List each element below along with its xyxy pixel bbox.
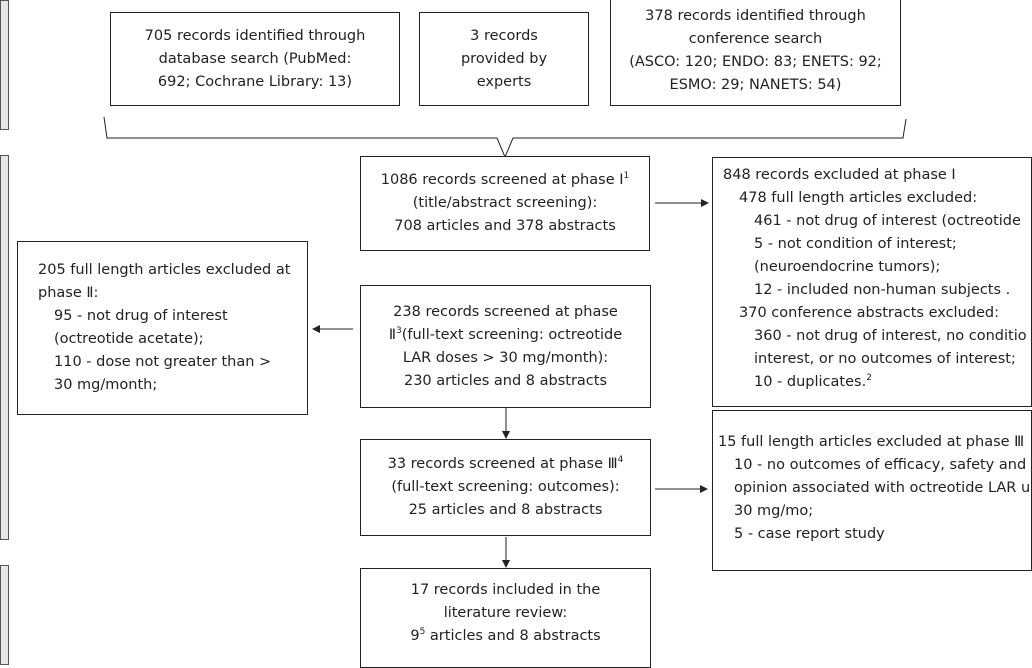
phase2-screened-line: 238 records screened at phase bbox=[393, 303, 618, 320]
phase1-excluded-line: 360 - not drug of interest, no conditio bbox=[754, 328, 1027, 344]
phase3-screened-line: 33 records screened at phase Ⅲ4 bbox=[387, 455, 624, 473]
included-line: literature review: bbox=[443, 605, 568, 621]
phase1-screened-line: 1086 records screened at phase Ⅰ1 bbox=[380, 171, 630, 189]
included-box: 17 records included in the literature re… bbox=[360, 568, 651, 668]
phase2-excluded-box: 205 full length articles excluded at pha… bbox=[17, 241, 308, 415]
conference-search-line: (ASCO: 120; ENDO: 83; ENETS: 92; bbox=[629, 54, 882, 70]
footnote-marker: 5 bbox=[419, 627, 426, 637]
phase1-excluded-line: 12 - included non-human subjects . bbox=[754, 282, 1011, 298]
phase1-excluded-line: (neuroendocrine tumors); bbox=[754, 259, 941, 275]
phase3-excluded-line: 30 mg/mo; bbox=[734, 503, 814, 519]
phase3-excluded-line: 5 - case report study bbox=[734, 526, 885, 542]
phase1-excluded-line: 5 - not condition of interest; bbox=[754, 236, 957, 252]
phase2-screened-line: Ⅱ3(full-text screening: octreotide bbox=[388, 325, 623, 343]
conference-search-line: conference search bbox=[688, 31, 823, 47]
stage-label-screening bbox=[0, 155, 9, 540]
phase1-screened-line: 708 articles and 378 abstracts bbox=[394, 218, 616, 234]
stage-label-identification bbox=[0, 0, 9, 130]
phase3-screened-line: (full-text screening: outcomes): bbox=[391, 479, 620, 495]
phase2-excluded-line: phase Ⅱ: bbox=[38, 285, 99, 301]
stage-label-included bbox=[0, 565, 9, 665]
included-line: 17 records included in the bbox=[410, 582, 601, 598]
phase1-screened-box: 1086 records screened at phase Ⅰ1 (title… bbox=[360, 156, 650, 251]
phase3-excluded-box: 15 full length articles excluded at phas… bbox=[712, 410, 1032, 571]
phase1-excluded-line: 478 full length articles excluded: bbox=[739, 190, 978, 206]
phase1-screened-line: (title/abstract screening): bbox=[412, 195, 598, 211]
phase2-excluded-line: (octreotide acetate); bbox=[54, 331, 204, 347]
database-search-box: 705 records identified through database … bbox=[110, 12, 400, 106]
phase1-excluded-box: 848 records excluded at phase Ⅰ 478 full… bbox=[712, 157, 1032, 407]
phase2-screened-line: LAR doses > 30 mg/month): bbox=[402, 349, 609, 366]
phase1-excluded-line: 461 - not drug of interest (octreotide bbox=[754, 213, 1021, 229]
footnote-marker: 2 bbox=[866, 373, 872, 383]
database-search-line: 692; Cochrane Library: 13) bbox=[157, 73, 353, 90]
conference-search-box: 378 records identified through conferenc… bbox=[610, 0, 901, 106]
phase3-screened-box: 33 records screened at phase Ⅲ4 (full-te… bbox=[360, 439, 651, 536]
phase2-excluded-line: 95 - not drug of interest bbox=[54, 308, 228, 324]
conference-search-line: ESMO: 29; NANETS: 54) bbox=[669, 77, 842, 93]
phase3-excluded-line: opinion associated with octreotide LAR u bbox=[734, 480, 1031, 496]
experts-line: 3 records bbox=[470, 27, 538, 44]
included-line: 95 articles and 8 abstracts bbox=[410, 627, 601, 645]
experts-box: 3 records provided by experts bbox=[419, 12, 589, 106]
footnote-marker: 3 bbox=[396, 325, 402, 336]
phase3-excluded-line: 10 - no outcomes of efficacy, safety and bbox=[734, 457, 1027, 473]
merge-bracket bbox=[103, 116, 907, 159]
phase3-screened-line: 25 articles and 8 abstracts bbox=[408, 502, 603, 518]
phase1-excluded-line: interest, or no outcomes of interest; bbox=[754, 351, 1016, 367]
conference-search-line: 378 records identified through bbox=[645, 8, 866, 24]
phase3-excluded-line: 15 full length articles excluded at phas… bbox=[718, 434, 1025, 450]
phase1-excluded-line: 848 records excluded at phase Ⅰ bbox=[723, 167, 956, 183]
phase1-excluded-line: 10 - duplicates.2 bbox=[754, 373, 872, 391]
experts-line: provided by bbox=[460, 50, 548, 67]
phase2-excluded-line: 205 full length articles excluded at bbox=[38, 262, 291, 278]
phase2-excluded-line: 30 mg/month; bbox=[54, 377, 158, 393]
phase2-screened-line: 230 articles and 8 abstracts bbox=[403, 372, 608, 389]
footnote-marker: 1 bbox=[623, 171, 630, 181]
experts-line: experts bbox=[476, 73, 532, 90]
phase1-excluded-line: 370 conference abstracts excluded: bbox=[739, 305, 999, 321]
footnote-marker: 4 bbox=[617, 455, 624, 465]
phase2-excluded-line: 110 - dose not greater than > bbox=[54, 354, 272, 370]
database-search-line: 705 records identified through bbox=[144, 27, 366, 44]
phase2-screened-box: 238 records screened at phase Ⅱ3(full-te… bbox=[360, 285, 651, 408]
database-search-line: database search (PubMed: bbox=[158, 50, 352, 67]
